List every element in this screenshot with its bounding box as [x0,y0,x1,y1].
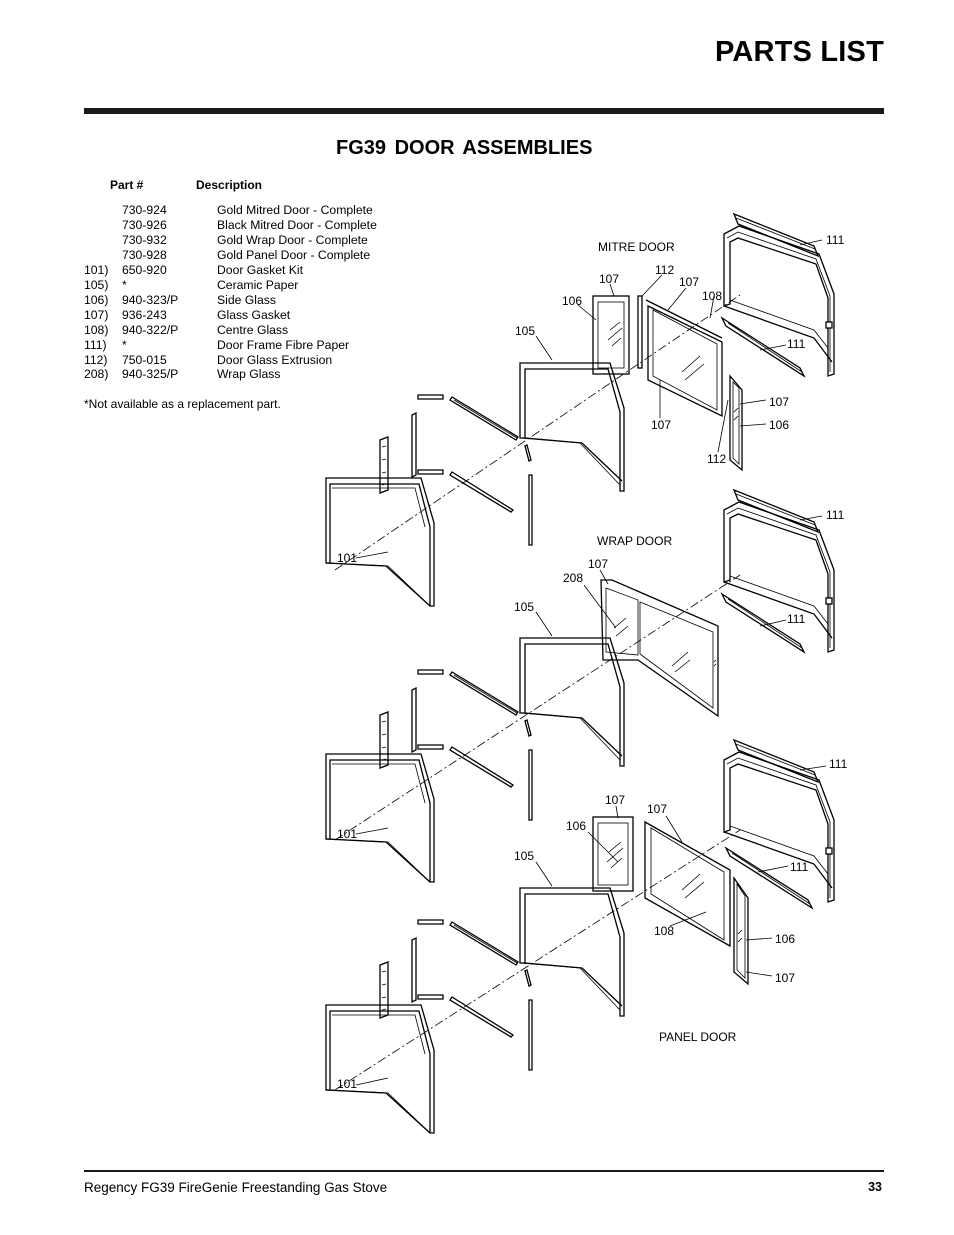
table-row: 106) 940-323/P Side Glass [84,293,404,308]
wrap-door-label: WRAP DOOR [597,534,672,548]
row-description: Wrap Glass [217,367,281,381]
footnote: *Not available as a replacement part. [84,397,281,411]
table-row: 208) 940-325/P Wrap Glass [84,367,404,382]
mitre-door-assembly [325,213,835,607]
callout-label: 105 [514,849,534,863]
callout-label: 107 [588,557,608,571]
footer-text: Regency FG39 FireGenie Freestanding Gas … [84,1180,388,1195]
callout-label: 107 [647,802,667,816]
callout-label: 107 [775,971,795,985]
mitre-door-label: MITRE DOOR [598,240,675,254]
row-part: 940-325/P [122,367,179,381]
callout-label: 107 [651,418,671,432]
callout-label: 107 [769,395,789,409]
row-number: 107) [84,308,109,322]
row-part: 730-924 [122,203,167,217]
row-description: Glass Gasket [217,308,291,322]
callout-label: 111 [826,233,845,247]
row-description: Gold Wrap Door - Complete [217,233,368,247]
callout-label: 208 [563,571,583,585]
callout-label: 107 [679,275,699,289]
row-number: 106) [84,293,109,307]
callout-label: 105 [515,324,535,338]
callout-label: 111 [787,337,806,351]
row-part: * [122,338,127,352]
table-row: 108) 940-322/P Centre Glass [84,323,404,338]
callout-label: 106 [769,418,789,432]
row-number: 101) [84,263,109,277]
row-part: 940-323/P [122,293,179,307]
row-description: Door Gasket Kit [217,263,304,277]
callout-label: 111 [826,508,845,522]
row-part: * [122,278,127,292]
table-row: 105) * Ceramic Paper [84,278,404,293]
table-row: 107) 936-243 Glass Gasket [84,308,404,323]
row-description: Door Glass Extrusion [217,353,333,367]
table-row: 730-932 Gold Wrap Door - Complete [84,233,404,248]
callout-label: 101 [337,1077,357,1091]
row-part: 940-322/P [122,323,179,337]
page-number: 33 [868,1180,882,1194]
row-number: 108) [84,323,109,337]
table-row: 730-926 Black Mitred Door - Complete [84,218,404,233]
row-description: Side Glass [217,293,276,307]
wrap-door-assembly [325,489,835,883]
table-row: 730-924 Gold Mitred Door - Complete [84,203,404,218]
callout-label: 112 [707,452,726,466]
callout-label: 101 [337,551,357,565]
panel-door-label: PANEL DOOR [659,1030,737,1044]
col-header-part: Part # [110,178,144,192]
callout-label: 111 [829,757,848,771]
callout-label: 101 [337,827,357,841]
top-rule [84,108,884,114]
callout-label: 112 [655,263,674,277]
callout-label: 105 [514,600,534,614]
leader-lines [355,239,827,1086]
callout-label: 108 [654,924,674,938]
table-row: 112) 750-015 Door Glass Extrusion [84,353,404,368]
row-number: 208) [84,367,109,381]
row-part: 650-920 [122,263,167,277]
row-number: 105) [84,278,109,292]
row-part: 750-015 [122,353,167,367]
section-title: FG39 DOOR ASSEMBLIES [336,137,593,159]
callout-label: 111 [790,860,809,874]
callout-label: 106 [775,932,795,946]
page-title: PARTS LIST [714,36,884,68]
row-part: 936-243 [122,308,167,322]
row-description: Centre Glass [217,323,289,337]
callout-label: 106 [562,294,582,308]
callout-label: 106 [566,819,586,833]
table-row: 730-928 Gold Panel Door - Complete [84,248,404,263]
row-number: 111) [84,338,107,352]
table-row: 101) 650-920 Door Gasket Kit [84,263,404,278]
table-row: 111) * Door Frame Fibre Paper [84,338,404,353]
panel-door-assembly [325,739,835,1134]
callout-label: 108 [702,289,722,303]
row-description: Black Mitred Door - Complete [217,218,377,232]
row-description: Gold Mitred Door - Complete [217,203,373,217]
col-header-description: Description [196,178,263,192]
bottom-rule [84,1170,884,1172]
row-description: Gold Panel Door - Complete [217,248,371,262]
callout-label: 107 [599,272,619,286]
callout-label: 111 [787,612,806,626]
row-description: Ceramic Paper [217,278,299,292]
row-part: 730-926 [122,218,167,232]
callout-label: 107 [605,793,625,807]
row-part: 730-928 [122,248,167,262]
row-number: 112) [84,353,108,367]
row-description: Door Frame Fibre Paper [217,338,350,352]
row-part: 730-932 [122,233,167,247]
